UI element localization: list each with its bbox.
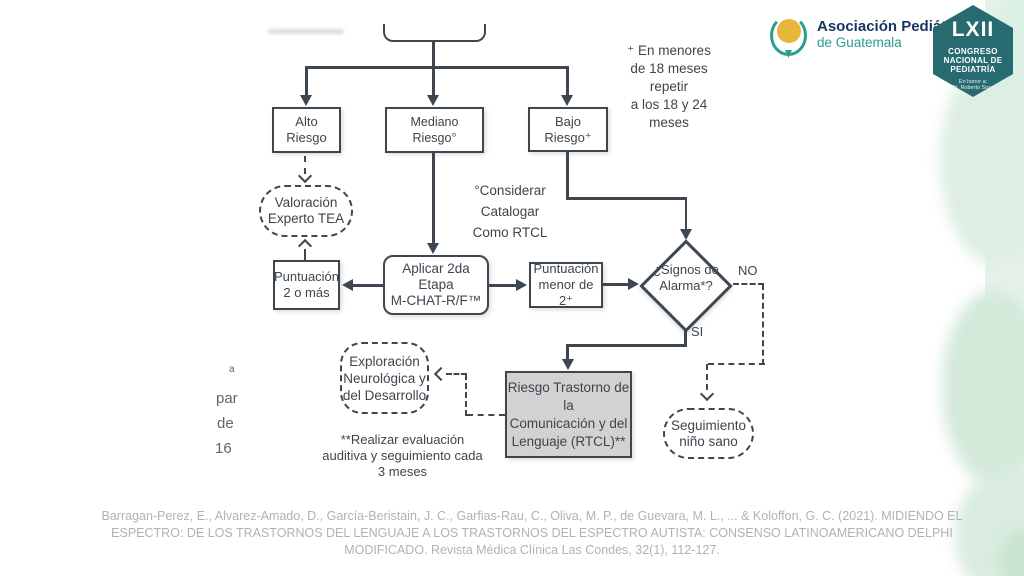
arrowhead: [342, 279, 353, 291]
connector-segment: [603, 283, 629, 286]
connector-segment-dashed: [304, 156, 306, 174]
node-puntuacion-2-o-mas: Puntuación 2 o más: [273, 260, 340, 310]
arrowhead: [427, 95, 439, 106]
connector-segment: [305, 66, 569, 69]
connector-segment-dashed: [465, 374, 467, 416]
node-riesgo-rtcl: Riesgo Trastorno de la Comunicación y de…: [505, 371, 632, 458]
congress-line1: CONGRESO: [948, 47, 998, 56]
text-fragment-de: de: [217, 415, 234, 432]
apg-emblem-icon: [768, 12, 810, 58]
arrowhead: [300, 95, 312, 106]
text-fragment-16: 16: [215, 440, 232, 457]
note-realizar: **Realizar evaluación auditiva y seguimi…: [322, 432, 483, 479]
congress-roman-numeral: LXII: [951, 18, 995, 41]
congress-line2: NACIONAL DE: [943, 56, 1003, 65]
connector-segment: [352, 284, 383, 287]
arrowhead-open: [297, 168, 313, 184]
connector-segment: [432, 66, 435, 96]
note-en-menores: ⁺ En menores de 18 meses repetir a los 1…: [627, 43, 711, 130]
connector-segment: [432, 153, 435, 244]
congress-honor-line1: En honor a:: [958, 79, 988, 85]
connector-segment: [566, 197, 687, 200]
arrowhead-open: [699, 386, 715, 402]
node-exploracion-neurologica: Exploración Neurológica y del Desarrollo: [340, 342, 429, 414]
apg-logo: Asociación Pediátrica de Guatemala: [768, 12, 973, 58]
node-top-partial: [383, 24, 486, 42]
connector-segment: [684, 329, 687, 347]
connector-segment: [566, 66, 569, 96]
node-signos-alarma-label: ¿Signos de Alarma*?: [653, 262, 719, 293]
connector-segment-dashed: [304, 249, 306, 260]
branch-label-si: SI: [691, 324, 704, 339]
node-seguimiento-nino-sano: Seguimiento niño sano: [663, 408, 754, 459]
faded-text-remnant: [268, 29, 344, 34]
congress-honor-line2: Dr. Roberto Sosa: [951, 85, 995, 91]
connector-segment: [305, 66, 308, 96]
note-considerar: °Considerar Catalogar Como RTCL: [472, 183, 548, 240]
node-valoracion-experto-tea: Valoración Experto TEA: [259, 185, 353, 237]
arrowhead-open: [433, 366, 449, 382]
arrowhead: [561, 95, 573, 106]
connector-segment: [566, 344, 569, 360]
congress-line3: PEDIATRÍA: [950, 65, 996, 74]
arrowhead: [516, 279, 527, 291]
node-puntuacion-menor-2: Puntuación menor de 2⁺: [529, 261, 603, 308]
connector-segment-dashed: [446, 373, 467, 375]
connector-segment: [489, 284, 518, 287]
apg-subname: de Guatemala: [817, 35, 902, 50]
connector-segment-dashed: [708, 363, 765, 365]
connector-segment: [432, 42, 435, 68]
node-bajo-riesgo: Bajo Riesgo⁺: [528, 107, 608, 152]
connector-segment: [566, 344, 687, 347]
connector-segment-dashed: [706, 364, 708, 390]
citation-reference: Barragan-Perez, E., Alvarez-Amado, D., G…: [101, 509, 963, 558]
watercolor-blob: [942, 290, 1024, 485]
connector-segment: [684, 197, 687, 230]
arrowhead: [680, 229, 692, 240]
connector-segment-dashed: [733, 283, 764, 285]
node-mediano-riesgo: Mediano Riesgo°: [385, 107, 484, 153]
text-fragment-a: a: [229, 364, 235, 375]
arrowhead: [562, 359, 574, 370]
connector-segment: [566, 152, 569, 200]
branch-label-no: NO: [738, 263, 758, 278]
connector-segment-dashed: [762, 284, 764, 365]
arrowhead: [427, 243, 439, 254]
connector-segment-dashed: [467, 414, 505, 416]
node-alto-riesgo: Alto Riesgo: [272, 107, 341, 153]
node-aplicar-2da-etapa: Aplicar 2da Etapa M-CHAT-R/F™: [383, 255, 489, 315]
text-fragment-par: par: [216, 390, 238, 407]
quetzal-tail-icon: [785, 50, 792, 58]
sun-face-icon: [777, 19, 801, 43]
arrowhead: [628, 278, 639, 290]
